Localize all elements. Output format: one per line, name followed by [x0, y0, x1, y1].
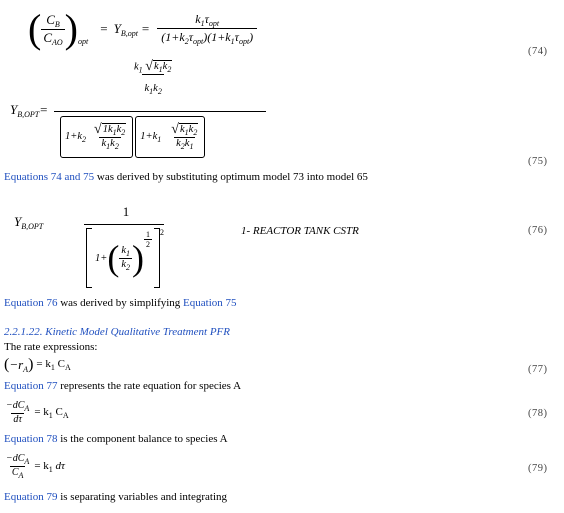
eq76-numerator: 1 — [122, 204, 130, 219]
yield-symbol: YB,opt — [113, 20, 138, 38]
paragraph-eq78: Equation 78 is the component balance to … — [4, 433, 228, 445]
yield-symbol: YB,OPT= — [10, 102, 49, 119]
link-equation-75[interactable]: Equation 75 — [183, 297, 237, 309]
paragraph-eq76: Equation 76 was derived by simplifying E… — [4, 297, 237, 309]
eq74-rhs-fraction: k1τopt (1+k2τopt)(1+k1τopt) — [157, 12, 258, 47]
link-equations-74-75[interactable]: Equations 74 and 75 — [4, 171, 95, 183]
outer-exponent: 2 — [160, 228, 165, 237]
equation-79: −dCA CA = k1 dτ — [6, 453, 65, 480]
opt-subscript: opt — [78, 36, 89, 46]
equation-74: ( CB CAO ) opt = YB,opt = k1τopt (1+k2τo… — [28, 4, 258, 54]
equation-77: ( −rA ) = k1 CA — [4, 356, 71, 374]
equation-75: YB,OPT= k1 √k1k2 k1k2 1+k2 √1‍k1k2 k1k2 … — [10, 60, 270, 160]
eq75-denominator: 1+k2 √1‍k1k2 k1k2 1+k1 √k1k2 k2k1 — [60, 116, 206, 158]
equation-78: −dCA dτ = k1 CA — [6, 400, 69, 425]
equation-number-78: (78) — [528, 408, 548, 419]
section-heading: 2.2.1.22. Kinetic Model Qualitative Trea… — [4, 326, 230, 338]
link-equation-79[interactable]: Equation 79 — [4, 491, 58, 503]
yield-symbol-76: YB,OPT — [14, 214, 44, 231]
equals-sign: = — [100, 21, 108, 36]
equation-number-75: (75) — [528, 156, 548, 167]
eq75-main-fraction-bar — [54, 111, 266, 112]
left-bracket — [86, 228, 92, 288]
concentration-ratio: CB CAO — [41, 11, 65, 47]
left-paren: ( — [28, 6, 42, 51]
eq75-term2: 1+k1 √k1k2 k2k1 — [135, 116, 206, 158]
eq76-fraction-bar — [84, 224, 164, 225]
paragraph-rate-expressions: The rate expressions: — [4, 341, 98, 353]
eq75-term1: 1+k2 √1‍k1k2 k1k2 — [60, 116, 134, 158]
equation-number-74: (74) — [528, 46, 548, 57]
link-equation-76[interactable]: Equation 76 — [4, 297, 58, 309]
link-equation-78[interactable]: Equation 78 — [4, 433, 58, 445]
equation-number-76: (76) — [528, 225, 548, 236]
paragraph-eq77: Equation 77 represents the rate equation… — [4, 380, 242, 392]
paragraph-eq79: Equation 79 is separating variables and … — [4, 491, 227, 503]
equation-number-77: (77) — [528, 364, 548, 375]
eq75-numerator-fraction: k1 √k1k2 k1k2 — [134, 59, 173, 97]
paragraph-eq74-75: Equations 74 and 75 was derived by subst… — [4, 171, 368, 183]
right-bracket — [154, 228, 161, 288]
eq76-denominator: 1+ ( k1 k2 ) 1 2 2 — [86, 228, 164, 288]
link-equation-77[interactable]: Equation 77 — [4, 380, 58, 392]
inner-exponent: 1 2 — [144, 230, 153, 249]
equation-number-79: (79) — [528, 463, 548, 474]
reactor-label: 1- REACTOR TANK CSTR — [241, 225, 359, 237]
right-paren: ) — [64, 6, 78, 51]
